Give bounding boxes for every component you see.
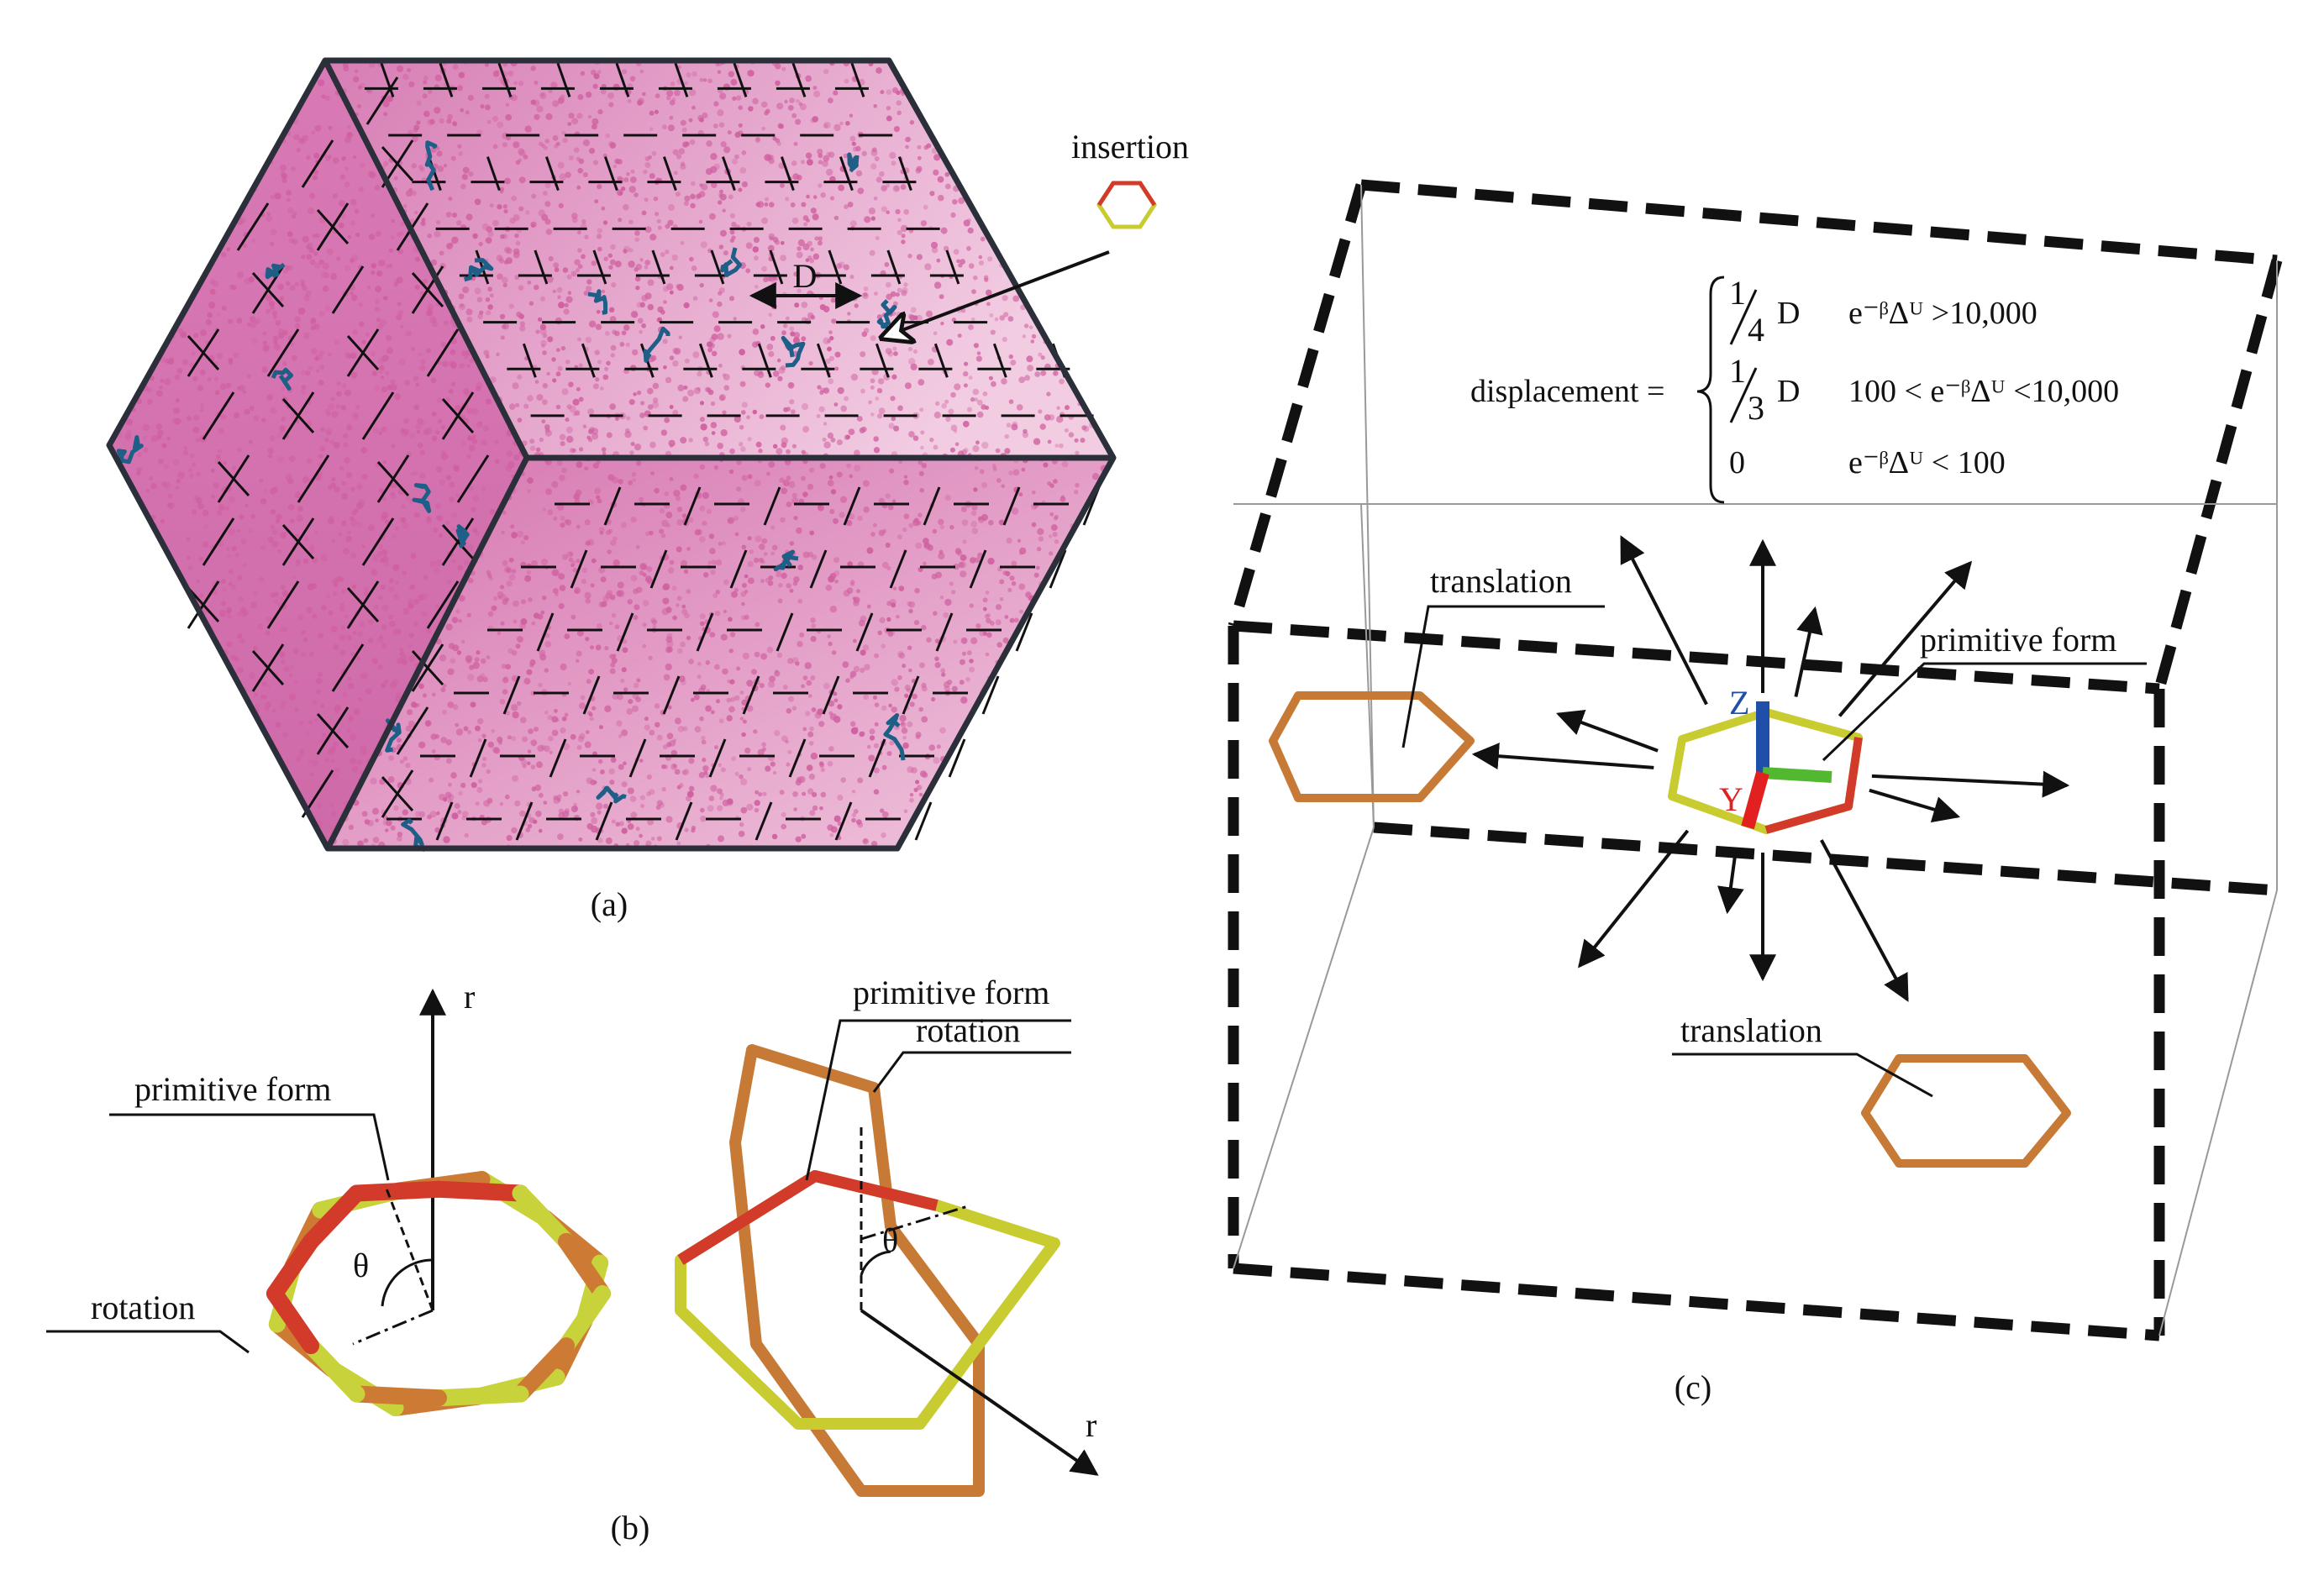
translated-ring-left — [1269, 691, 1475, 802]
case-2: 1 3 D 100 < e⁻ᵝΔᵁ <10,000 — [1729, 352, 2119, 427]
insertion-ring-primitive — [1096, 181, 1157, 207]
case2-unit: D — [1777, 374, 1800, 409]
equation-brace — [1696, 276, 1725, 504]
hex-rotation-right — [729, 1044, 985, 1497]
rotation-label-left: rotation — [91, 1289, 195, 1326]
x-axis — [1762, 767, 1832, 783]
caption-b: (b) — [611, 1509, 650, 1546]
box-frame-c — [1228, 179, 2283, 1341]
case-1: 1 4 D e⁻ᵝΔᵁ >10,000 — [1729, 274, 2037, 349]
translation-arrows — [1471, 535, 2070, 1002]
case1-unit: D — [1777, 296, 1800, 331]
case2-num: 1 — [1729, 352, 1746, 390]
ring-left-bonds — [266, 1171, 611, 1416]
rotation-leader-right — [872, 1051, 1071, 1093]
panel-a-particle-box: D insertion (a) — [106, 57, 1189, 923]
y-axis — [1741, 770, 1769, 830]
ring-left: r θ primitive form rotation — [46, 978, 611, 1416]
theta-arc-left — [381, 1258, 434, 1307]
theta-label-left: θ — [353, 1247, 369, 1284]
panel-b-rotation: r θ primitive form rotation r θ primitiv… — [46, 974, 1099, 1546]
case-3: 0 e⁻ᵝΔᵁ < 100 — [1729, 445, 2006, 480]
r-axis-right — [860, 1309, 1099, 1476]
theta-label-right: θ — [882, 1221, 898, 1259]
insertion-label: insertion — [1071, 128, 1189, 165]
displacement-equation: displacement = 1 4 D e⁻ᵝΔᵁ >10,000 1 3 D… — [1470, 274, 2119, 504]
hex-primitive-right — [677, 1170, 939, 1265]
theta-line-left — [352, 1309, 434, 1346]
radius-dashed-left — [385, 1188, 434, 1311]
translation-leader-left — [1401, 605, 1605, 748]
case2-den: 3 — [1748, 389, 1764, 427]
r-label-left: r — [464, 978, 475, 1016]
translation-leader-right — [1672, 1053, 1933, 1098]
primitive-leader-left — [109, 1113, 390, 1181]
ring-right: r θ primitive form rotation — [675, 974, 1099, 1497]
r-label-right: r — [1086, 1406, 1096, 1444]
theta-arc-right — [860, 1250, 891, 1276]
z-label: Z — [1729, 684, 1749, 722]
insertion-arrow — [882, 250, 1110, 338]
box-right-face — [328, 458, 1113, 848]
primitive-label-c: primitive form — [1920, 621, 2116, 659]
distance-label: D — [793, 257, 818, 295]
translated-ring-right — [1861, 1054, 2071, 1168]
case1-condition: e⁻ᵝΔᵁ >10,000 — [1848, 296, 2037, 331]
caption-a: (a) — [591, 885, 628, 923]
distance-marker: D — [749, 257, 863, 309]
primitive-leader-right — [805, 1019, 1071, 1181]
caption-c: (c) — [1675, 1368, 1711, 1406]
panel-c-translation: displacement = 1 4 D e⁻ᵝΔᵁ >10,000 1 3 D… — [1228, 179, 2283, 1406]
rotation-leader-left — [46, 1330, 250, 1354]
grid-marks — [187, 62, 1101, 841]
primitive-label-right: primitive form — [853, 974, 1049, 1011]
translation-label-right: translation — [1680, 1011, 1822, 1049]
case1-num: 1 — [1729, 274, 1746, 312]
theta-line-right — [860, 1204, 971, 1241]
y-label: Y — [1719, 780, 1743, 818]
primitive-label-left: primitive form — [134, 1070, 331, 1108]
case3-value: 0 — [1729, 445, 1745, 480]
center-ring-primitive — [1764, 737, 1863, 834]
equation-lhs: displacement = — [1470, 374, 1664, 409]
box-edges — [106, 57, 1117, 852]
translation-label-left: translation — [1430, 562, 1572, 600]
primitive-leader-c — [1822, 662, 2147, 762]
molecule-clusters — [115, 140, 906, 853]
case1-den: 4 — [1748, 311, 1764, 349]
case2-condition: 100 < e⁻ᵝΔᵁ <10,000 — [1848, 374, 2119, 409]
box-top-face — [325, 60, 1113, 458]
case3-condition: e⁻ᵝΔᵁ < 100 — [1848, 445, 2006, 480]
rotation-label-right: rotation — [916, 1011, 1020, 1049]
center-molecule: Z Y — [1668, 684, 1863, 834]
